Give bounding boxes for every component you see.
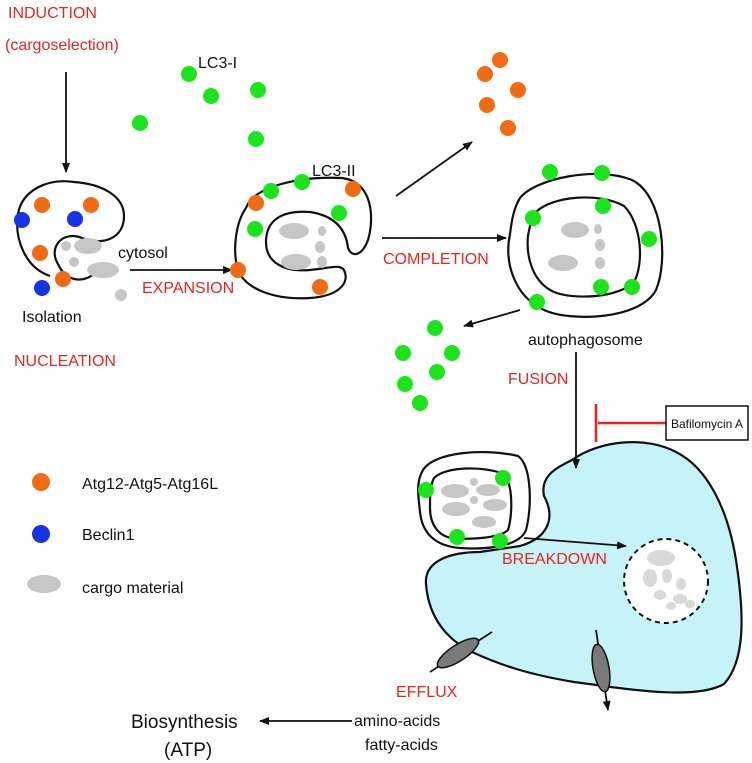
degraded-cargo	[643, 550, 695, 610]
inhibitor-label: Bafilomycin A	[671, 417, 743, 431]
fusing-inner-membrane	[428, 467, 513, 540]
autophagosome-inner	[526, 196, 642, 298]
inhibitor-box	[665, 405, 749, 441]
legend-atg-dot	[32, 473, 50, 491]
lysosome	[424, 441, 743, 694]
induction-label: INDUCTION	[8, 5, 97, 22]
legend-cargo-label: cargo material	[82, 580, 183, 597]
legend-beclin-label: Beclin1	[82, 527, 135, 544]
nucleation-label: NUCLEATION	[14, 353, 116, 370]
fusion-label: FUSION	[508, 371, 568, 388]
cargoselection-label: (cargoselection)	[5, 37, 119, 54]
efflux-label: EFFLUX	[396, 684, 458, 701]
expanding-membrane	[234, 176, 373, 300]
inhibition-bar	[594, 404, 666, 442]
cytosol-label: cytosol	[118, 245, 168, 262]
legend: Atg12-Atg5-Atg16L Beclin1 cargo material	[27, 473, 218, 597]
biosynthesis-label: Biosynthesis	[131, 712, 238, 733]
autophagosome-label: autophagosome	[528, 332, 643, 349]
lc3-ii-label: LC3-II	[312, 163, 356, 180]
completion-label: COMPLETION	[383, 251, 489, 268]
legend-cargo-ellipse	[27, 575, 61, 593]
beclin1-dots	[14, 211, 83, 296]
efflux-transporter-2	[591, 629, 611, 711]
flow-arrows	[62, 72, 627, 725]
isolation-cargo	[61, 238, 127, 301]
fatty-acids-label: fatty-acids	[365, 737, 438, 754]
isolation-label: Isolation	[22, 309, 82, 326]
legend-beclin-dot	[32, 525, 50, 543]
expansion-cargo	[279, 223, 327, 270]
expansion-label: EXPANSION	[142, 280, 234, 297]
legend-atg-label: Atg12-Atg5-Atg16L	[82, 476, 218, 493]
efflux-transporter-1	[429, 631, 493, 673]
autophagosome-cargo	[548, 222, 605, 271]
fused-cargo	[441, 478, 507, 528]
lc3-i-label: LC3-I	[198, 55, 237, 72]
atg-complex-dots	[32, 52, 526, 295]
amino-acids-label: amino-acids	[354, 713, 440, 730]
breakdown-label: BREAKDOWN	[502, 551, 607, 568]
atp-label: (ATP)	[164, 740, 212, 761]
lc3-dots	[132, 66, 657, 549]
